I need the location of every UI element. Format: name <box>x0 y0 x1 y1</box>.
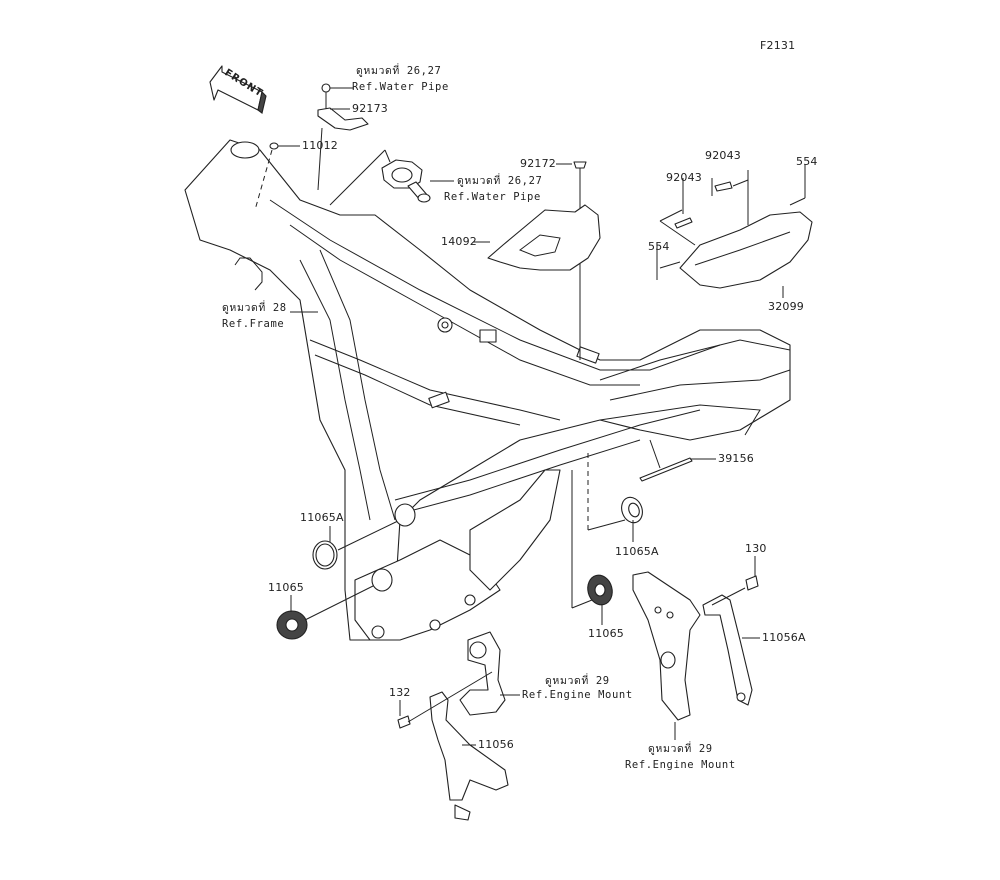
figure-id: F2131 <box>760 39 796 52</box>
cap-11065-right <box>571 470 613 609</box>
part-label-130[interactable]: 130 <box>745 542 767 555</box>
ref-engine-mount-left-en[interactable]: Ref.Engine Mount <box>522 689 633 701</box>
ref-engine-mount-left-thai[interactable]: ดูหมวดที่ 29 <box>545 675 610 687</box>
part-label-11065-right[interactable]: 11065 <box>588 627 624 640</box>
ref-frame-en[interactable]: Ref.Frame <box>222 318 285 330</box>
bracket-11056A <box>702 575 759 706</box>
rod-39156 <box>639 439 693 482</box>
front-direction-arrow <box>209 65 267 114</box>
cover-14092 <box>487 161 601 360</box>
ref-water-pipe-mid-en[interactable]: Ref.Water Pipe <box>444 191 541 203</box>
bracket-92173 <box>317 83 369 191</box>
ref-water-pipe-mid-thai[interactable]: ดูหมวดที่ 26,27 <box>457 175 543 187</box>
part-label-39156[interactable]: 39156 <box>718 452 754 465</box>
battery-case-32099 <box>656 170 813 289</box>
part-label-11056[interactable]: 11056 <box>478 738 514 751</box>
part-label-11065A-left[interactable]: 11065A <box>300 511 344 524</box>
part-label-11056A[interactable]: 11056A <box>762 631 806 644</box>
part-label-92043-lower[interactable]: 92043 <box>666 171 702 184</box>
part-label-132[interactable]: 132 <box>389 686 411 699</box>
cap-11065A-right <box>587 450 643 531</box>
ref-engine-mount-right-thai[interactable]: ดูหมวดที่ 29 <box>648 743 713 755</box>
part-label-92172[interactable]: 92172 <box>520 157 556 170</box>
cap-11065A-left <box>312 503 416 570</box>
ref-water-pipe-top-en[interactable]: Ref.Water Pipe <box>352 81 449 93</box>
bracket-11056 <box>397 671 509 821</box>
leader-lines <box>278 87 806 746</box>
ref-water-pipe-top-thai[interactable]: ดูหมวดที่ 26,27 <box>356 65 442 77</box>
part-label-11065-left[interactable]: 11065 <box>268 581 304 594</box>
part-label-32099[interactable]: 32099 <box>768 300 804 313</box>
engine-mount-right <box>632 571 701 721</box>
engine-mount-left <box>459 631 506 716</box>
main-frame <box>184 139 791 641</box>
part-label-554-right[interactable]: 554 <box>796 155 818 168</box>
part-label-92173[interactable]: 92173 <box>352 102 388 115</box>
ref-frame-thai[interactable]: ดูหมวดที่ 28 <box>222 302 287 314</box>
cap-11065-left <box>276 568 393 640</box>
part-label-92043-upper[interactable]: 92043 <box>705 149 741 162</box>
part-label-554-left[interactable]: 554 <box>648 240 670 253</box>
part-label-11065A-right[interactable]: 11065A <box>615 545 659 558</box>
ref-engine-mount-right-en[interactable]: Ref.Engine Mount <box>625 759 736 771</box>
water-pipe-fitting <box>329 149 431 206</box>
part-label-14092[interactable]: 14092 <box>441 235 477 248</box>
part-label-11012[interactable]: 11012 <box>302 139 338 152</box>
